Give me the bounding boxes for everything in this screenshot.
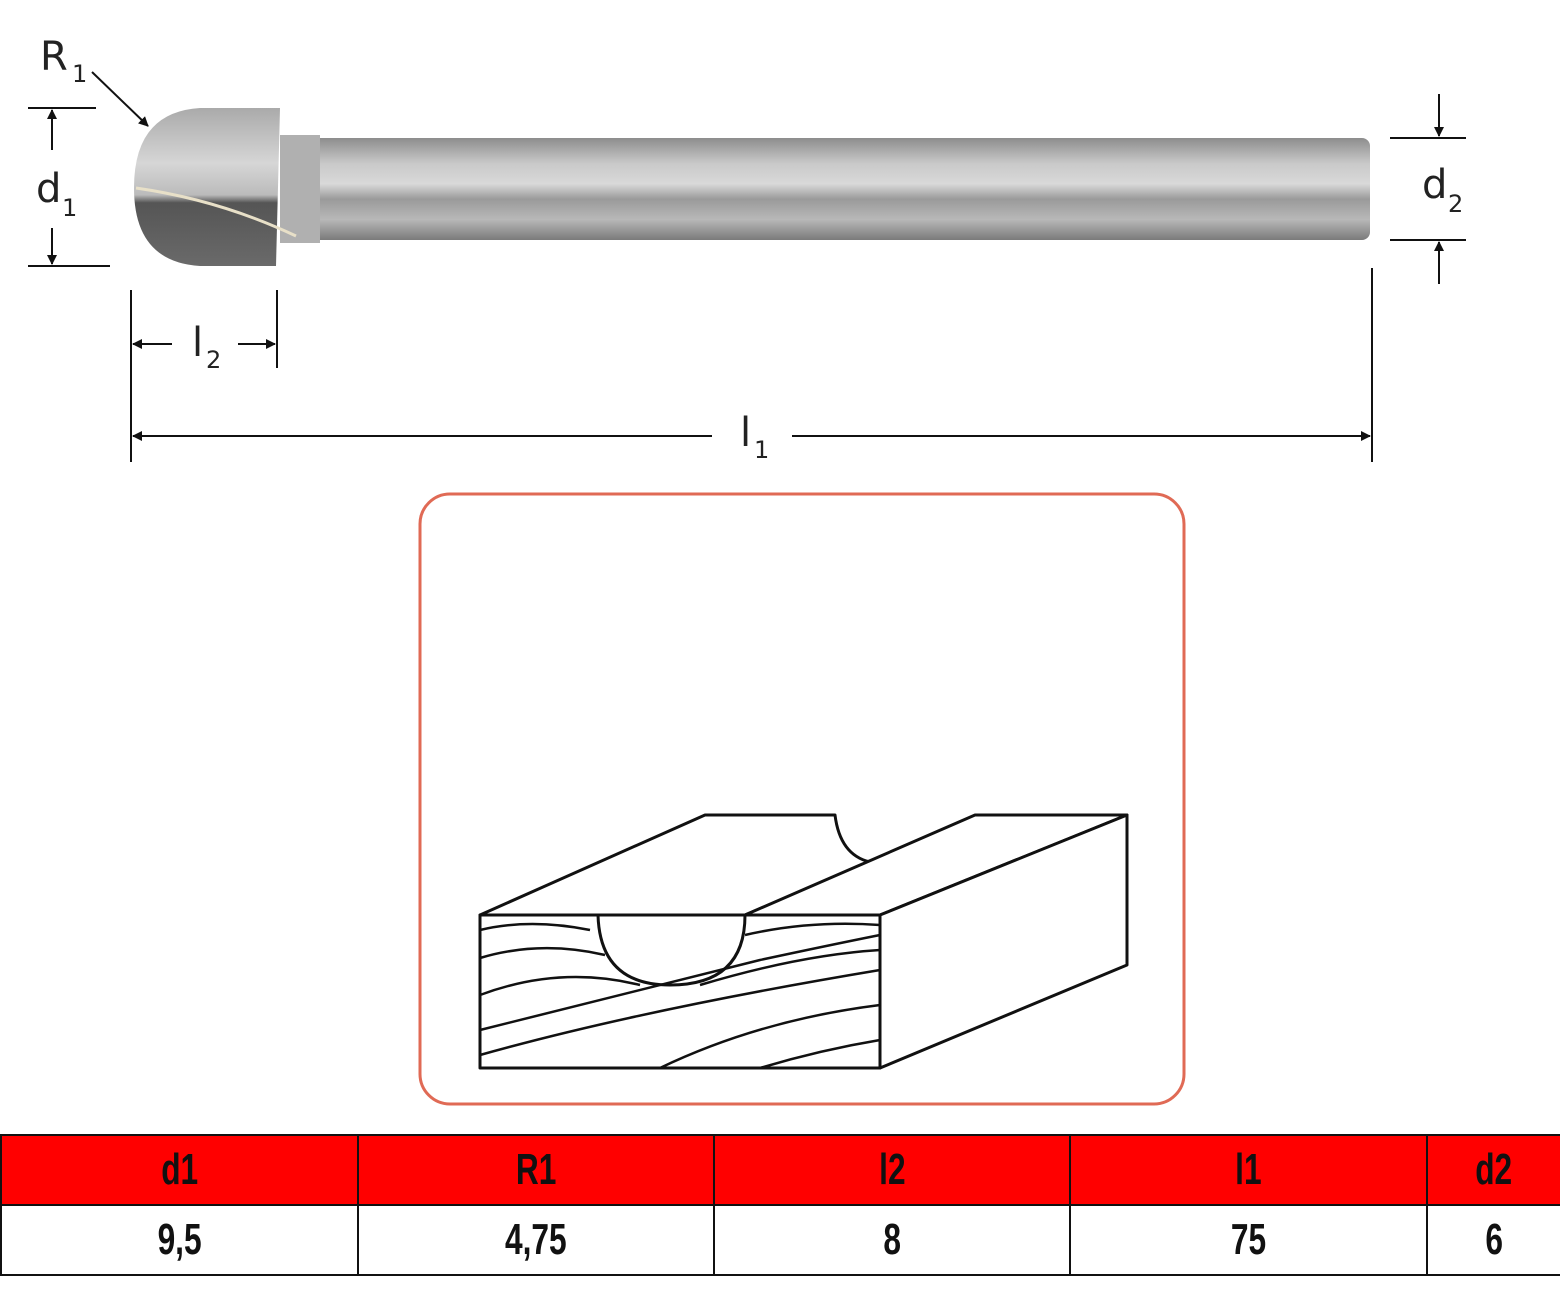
- label-d2-sub: 2: [1448, 190, 1463, 218]
- wood-groove-illustration: [478, 813, 1129, 1070]
- label-d1-sub: 1: [62, 194, 77, 222]
- header-text: l1: [1235, 1145, 1262, 1194]
- value-l2: 8: [713, 1204, 1071, 1276]
- label-l1-main: l: [740, 410, 751, 456]
- cutter-head: [134, 108, 280, 266]
- label-R1-sub: 1: [72, 60, 87, 88]
- label-R1-main: R: [40, 34, 68, 80]
- header-d1: d1: [0, 1134, 359, 1206]
- header-d2: d2: [1426, 1134, 1560, 1206]
- value-l1: 75: [1069, 1204, 1428, 1276]
- value-d2: 6: [1426, 1204, 1560, 1276]
- label-d1: d 1: [36, 166, 77, 222]
- label-d2: d 2: [1422, 162, 1463, 218]
- dimension-lines: [28, 71, 1466, 462]
- router-bit-diagram: R 1 d 1 d 2 l 2 l 1: [28, 34, 1466, 1106]
- shank: [300, 138, 1370, 240]
- header-text: d2: [1475, 1145, 1513, 1194]
- label-l2-main: l: [192, 320, 203, 366]
- header-text: d1: [161, 1145, 198, 1194]
- label-d1-main: d: [36, 166, 61, 212]
- header-l2: l2: [713, 1134, 1071, 1206]
- label-l2: l 2: [192, 320, 221, 374]
- label-l1-sub: 1: [754, 436, 769, 464]
- label-l2-sub: 2: [206, 346, 221, 374]
- header-text: R1: [515, 1145, 557, 1194]
- value-text: 4,75: [505, 1215, 567, 1264]
- value-d1: 9,5: [0, 1204, 359, 1276]
- neck: [280, 135, 320, 243]
- application-frame: [418, 492, 1186, 1106]
- spec-value-row: 9,5 4,75 8 75 6: [0, 1204, 1560, 1276]
- cutting-edge: [135, 186, 297, 238]
- spec-header-row: d1 R1 l2 l1 d2: [0, 1134, 1560, 1206]
- value-text: 6: [1485, 1215, 1503, 1264]
- header-R1: R1: [357, 1134, 715, 1206]
- header-l1: l1: [1069, 1134, 1428, 1206]
- router-bit: [134, 108, 1370, 266]
- label-R1: R 1: [40, 34, 87, 88]
- label-l1: l 1: [740, 410, 769, 464]
- value-text: 8: [883, 1215, 901, 1264]
- header-text: l2: [878, 1145, 906, 1194]
- value-text: 75: [1230, 1215, 1267, 1264]
- spec-table: d1 R1 l2 l1 d2 9,5 4,75 8 75 6: [0, 1134, 1560, 1276]
- label-d2-main: d: [1422, 162, 1447, 208]
- value-R1: 4,75: [357, 1204, 715, 1276]
- value-text: 9,5: [157, 1215, 202, 1264]
